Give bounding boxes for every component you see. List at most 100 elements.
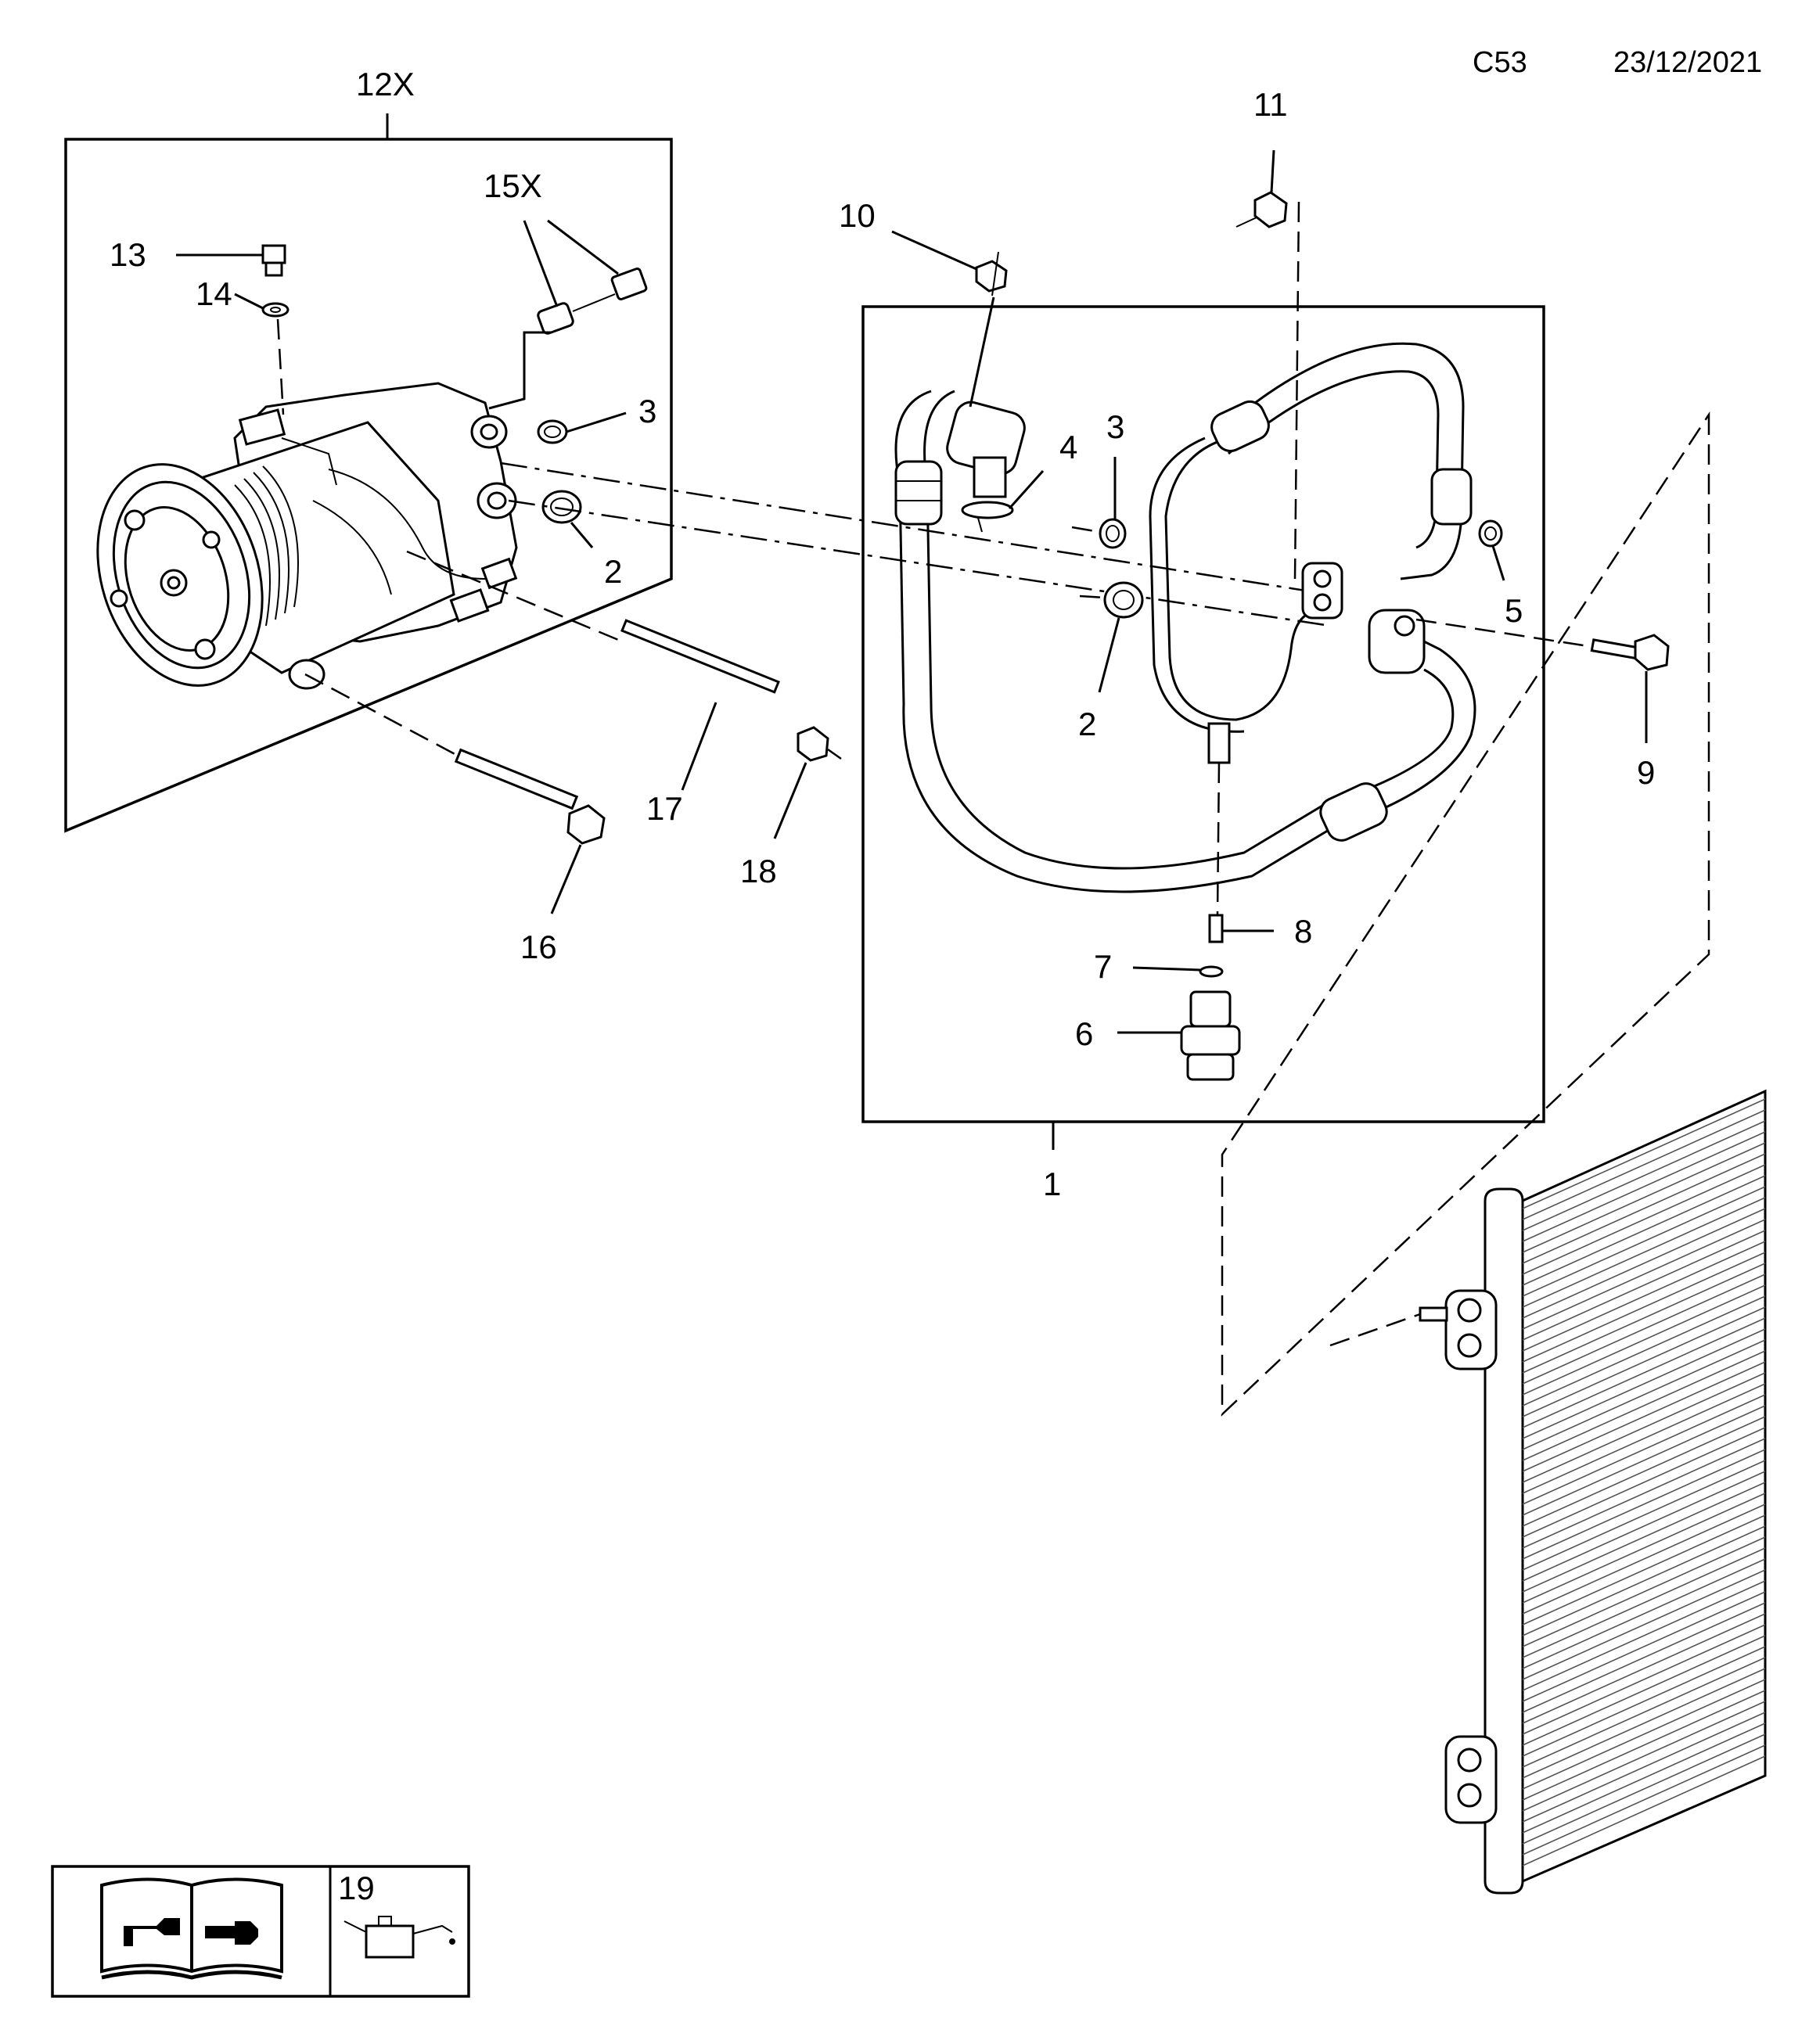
condenser-fin-line (1522, 1427, 1766, 1538)
condenser-fin-line (1522, 1503, 1766, 1615)
callouts: 12X 15X 13 14 3 2 10 11 4 3 5 2 9 17 18 … (110, 66, 1655, 1202)
condenser-fin-line (1522, 1405, 1766, 1516)
condenser-fin-line (1522, 1219, 1766, 1330)
callout-2-compressor: 2 (604, 553, 622, 590)
condenser-fin-line (1522, 1098, 1766, 1209)
condenser-fin-line (1522, 1460, 1766, 1571)
condenser-fin-line (1522, 1449, 1766, 1560)
seal-7 (1132, 965, 1224, 978)
condenser-fin-line (1522, 1131, 1766, 1242)
callout-17: 17 (646, 790, 683, 827)
condenser-fin-line (1522, 1569, 1766, 1680)
nut-10 (891, 230, 1008, 408)
callout-15x: 15X (484, 167, 542, 204)
callout-6: 6 (1075, 1015, 1093, 1052)
compressor-assembly-box (64, 113, 673, 833)
condenser-fin-line (1522, 1241, 1766, 1352)
callout-16: 16 (520, 929, 557, 965)
o-ring-3-hose (1071, 457, 1127, 549)
condenser-fin-line (1522, 1230, 1766, 1341)
condenser-fin-line (1522, 1317, 1766, 1428)
condenser-fin-line (1522, 1602, 1766, 1713)
condenser-fin-line (1522, 1536, 1766, 1647)
condenser-fin-line (1522, 1591, 1766, 1702)
condenser-fin-line (1522, 1668, 1766, 1779)
condenser-fin-line (1522, 1350, 1766, 1461)
hose-assembly-box (861, 305, 1545, 1150)
condenser-fin-line (1522, 1284, 1766, 1396)
manual-book-wrench-icon (100, 1877, 283, 1980)
condenser-fin-line (1522, 1635, 1766, 1746)
ac-condenser (1329, 1089, 1767, 1895)
pressure-sensor-15x (488, 219, 648, 410)
condenser-fin-line (1522, 1339, 1766, 1450)
legend-box: 19 (51, 1865, 470, 1998)
washer-14 (234, 293, 290, 415)
ac-compressor (96, 382, 518, 690)
condenser-fin-line (1522, 1164, 1766, 1275)
condenser-fin-line (1522, 1722, 1766, 1834)
callout-18: 18 (740, 853, 777, 889)
diagram-date: 23/12/2021 (1613, 46, 1762, 79)
pressure-switch-6 (1117, 990, 1241, 1081)
diagram-code: C53 (1473, 46, 1527, 79)
callout-5: 5 (1505, 592, 1523, 629)
callout-8: 8 (1294, 913, 1312, 950)
callout-11: 11 (1253, 86, 1288, 123)
condenser-fin-line (1522, 1613, 1766, 1724)
oil-can-icon (343, 1916, 455, 1959)
condenser-fin-line (1522, 1755, 1766, 1866)
condenser-fin-line (1522, 1525, 1766, 1636)
condenser-fin-line (1522, 1252, 1766, 1363)
o-ring-5 (1478, 519, 1505, 581)
condenser-fin-line (1522, 1580, 1766, 1691)
condenser-fin-line (1522, 1328, 1766, 1439)
condenser-fin-line (1522, 1208, 1766, 1319)
condenser-fin-line (1522, 1383, 1766, 1494)
condenser-fin-line (1522, 1263, 1766, 1374)
callout-14: 14 (196, 275, 232, 312)
callout-4: 4 (1059, 429, 1077, 465)
condenser-reference-frame (1221, 411, 1710, 1417)
condenser-fin-line (1522, 1109, 1766, 1220)
condenser-fin-line (1522, 1624, 1766, 1735)
condenser-fin-line (1522, 1361, 1766, 1472)
condenser-fin-line (1522, 1493, 1766, 1604)
callout-3-hose: 3 (1106, 408, 1124, 445)
valve-core-8 (1208, 914, 1274, 943)
legend-label: 19 (338, 1870, 375, 1906)
bolt-9 (1415, 618, 1670, 743)
condenser-fin-line (1522, 1416, 1766, 1527)
condenser-fin-line (1522, 1295, 1766, 1406)
condenser-fin-line (1522, 1744, 1766, 1855)
bolt-13 (176, 244, 286, 277)
callout-1: 1 (1043, 1166, 1061, 1202)
ac-hose-assembly (894, 342, 1476, 916)
condenser-fin-line (1522, 1679, 1766, 1790)
condenser-fin-line (1522, 1657, 1766, 1768)
callout-3-compressor: 3 (638, 393, 656, 429)
condenser-fin-line (1522, 1547, 1766, 1658)
alignment-line-discharge (508, 499, 1331, 627)
callout-13: 13 (110, 236, 146, 273)
callout-2-hose: 2 (1078, 706, 1096, 742)
condenser-fin-line (1522, 1646, 1766, 1757)
o-ring-2-hose (1079, 581, 1144, 693)
nut-11 (1235, 149, 1300, 580)
o-ring-3-compressor (537, 411, 627, 444)
gasket-4 (961, 469, 1045, 533)
condenser-fin-line (1522, 1438, 1766, 1549)
condenser-fin-line (1522, 1733, 1766, 1845)
condenser-fin-line (1522, 1394, 1766, 1505)
nut-18 (773, 726, 842, 839)
condenser-fin-line (1522, 1372, 1766, 1483)
condenser-fin-line (1522, 1558, 1766, 1669)
stud-17 (406, 550, 780, 791)
condenser-fin-line (1522, 1514, 1766, 1626)
callout-9: 9 (1637, 754, 1655, 791)
condenser-fin-line (1522, 1175, 1766, 1286)
condenser-fin-line (1522, 1197, 1766, 1308)
condenser-fin-line (1522, 1273, 1766, 1385)
